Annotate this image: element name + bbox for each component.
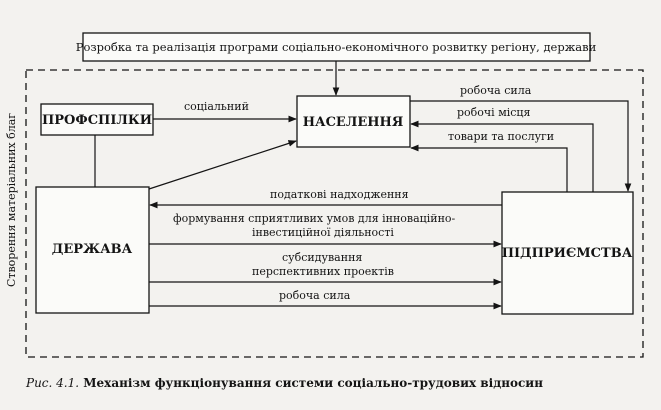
arrow-robochi-mistsia <box>410 120 594 192</box>
pidpryiemstva-label: ПІДПРИЄМСТВА <box>502 246 633 261</box>
dashed-frame <box>25 69 644 358</box>
label-robocha-syla-top: робоча сила <box>460 84 532 97</box>
label-formuvannia-2: інвестиційної діяльності <box>252 226 394 239</box>
profspilky-box: ПРОФСПІЛКИ <box>40 103 154 136</box>
naselennia-label: НАСЕЛЕННЯ <box>303 115 404 130</box>
figure-caption: Рис. 4.1. Механізм функціонування систем… <box>25 376 543 390</box>
arrow-robocha-syla-top <box>410 100 632 192</box>
profspilky-label: ПРОФСПІЛКИ <box>42 113 152 128</box>
label-robochi-mistsia: робочі місця <box>457 106 531 119</box>
arrow-tovary-posluhy <box>410 144 568 192</box>
program-box: Розробка та реалізація програми соціальн… <box>76 32 597 62</box>
label-podatkovi: податкові надходження <box>270 188 409 201</box>
label-subsyduvannia-2: перспективних проектів <box>252 265 394 278</box>
naselennia-box: НАСЕЛЕННЯ <box>296 95 411 148</box>
pidpryiemstva-box: ПІДПРИЄМСТВА <box>501 191 634 315</box>
label-formuvannia-1: формування сприятливих умов для інноваці… <box>173 212 456 225</box>
label-robocha-syla-bottom: робоча сила <box>279 289 351 302</box>
caption-prefix: Рис. 4.1. <box>25 376 79 390</box>
label-tovary-posluhy: товари та послуги <box>448 130 554 143</box>
derzhava-label: ДЕРЖАВА <box>52 242 133 257</box>
side-label: Створення матеріальних благ <box>5 113 18 287</box>
label-subsyduvannia-1: субсидування <box>282 251 362 264</box>
arrow-derzhava-to-naselennia <box>148 140 297 190</box>
caption-text: Механізм функціонування системи соціальн… <box>79 376 543 390</box>
program-box-label: Розробка та реалізація програми соціальн… <box>76 40 597 54</box>
label-sotsialnyi: соціальний <box>184 100 249 113</box>
derzhava-box: ДЕРЖАВА <box>35 186 150 314</box>
